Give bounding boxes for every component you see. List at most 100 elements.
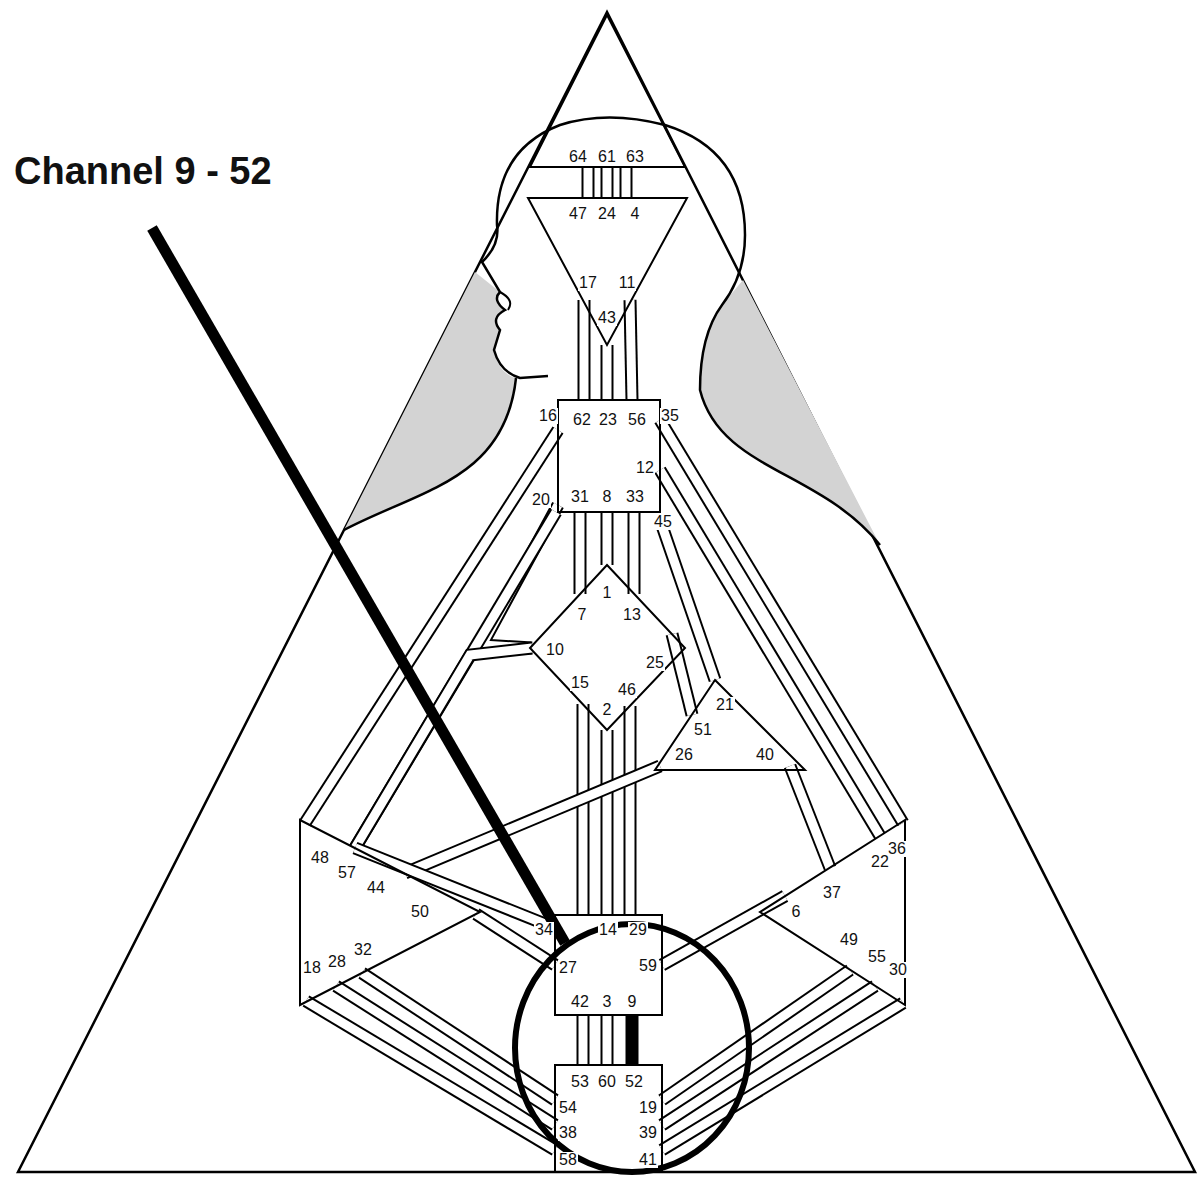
- energy-center: 48574450322818: [298, 818, 482, 1007]
- center-outline: [298, 818, 482, 1007]
- channel-fill: [576, 512, 585, 594]
- gate-number: 9: [627, 994, 638, 1010]
- channel: [662, 896, 785, 965]
- channel-border: [582, 167, 595, 198]
- channel-fill: [630, 300, 632, 400]
- gate-number: 61: [597, 149, 617, 165]
- channel-fill: [355, 848, 555, 928]
- channel-border: [578, 300, 591, 400]
- channel: [660, 520, 715, 680]
- channel-fill: [355, 512, 556, 848]
- shoulder-shade: [700, 280, 880, 545]
- channel-border: [601, 1015, 614, 1065]
- gate-number: 59: [638, 958, 658, 974]
- gate-number: 37: [822, 885, 842, 901]
- mouth-line: [500, 292, 510, 310]
- channel-fill: [584, 167, 593, 198]
- channel-fill: [660, 520, 715, 680]
- channel: [626, 167, 627, 198]
- channel-border: [660, 470, 880, 836]
- channel: [476, 914, 555, 965]
- gate-number: 4: [630, 206, 641, 222]
- channel-border: [601, 730, 614, 915]
- gate-number: 43: [597, 310, 617, 326]
- channel: [662, 970, 850, 1100]
- channel: [355, 648, 532, 848]
- channel: [790, 766, 830, 868]
- gate-number: 11: [618, 275, 637, 291]
- gate-number: 48: [310, 850, 330, 866]
- channel-fill: [628, 1015, 637, 1065]
- gate-number: 18: [302, 960, 322, 976]
- gate-number: 3: [602, 994, 613, 1010]
- callout-title: Channel 9 - 52: [14, 150, 272, 192]
- center-shape: [530, 565, 685, 730]
- gate-number: 14: [598, 922, 618, 938]
- gate-number: 63: [625, 149, 645, 165]
- gate-number: 51: [693, 722, 713, 738]
- head-outline: [482, 118, 880, 546]
- channel: [405, 766, 660, 873]
- gate-number: 2: [602, 702, 613, 718]
- channel-border: [626, 1015, 639, 1065]
- channel-fill: [603, 345, 612, 400]
- channel-border: [630, 300, 632, 400]
- gate-number: 35: [660, 408, 680, 424]
- channel: [630, 706, 631, 915]
- channel-border: [577, 1015, 590, 1065]
- gate-number: 22: [870, 854, 890, 870]
- channel: [583, 1015, 584, 1065]
- center-shape: [555, 1065, 662, 1172]
- gate-number: 32: [353, 942, 373, 958]
- gate-number: 19: [638, 1100, 658, 1116]
- shoulder-line: [344, 378, 516, 530]
- channel-border: [601, 167, 614, 198]
- channel: [662, 986, 875, 1125]
- channel: [634, 512, 635, 594]
- center-shape: [655, 680, 805, 770]
- channel-border: [355, 648, 532, 848]
- gate-number: 1: [602, 585, 613, 601]
- gate-number: 13: [622, 607, 642, 623]
- channel-border: [577, 704, 590, 915]
- channel: [630, 300, 632, 400]
- gate-number: 55: [867, 949, 887, 965]
- channel-fill: [662, 896, 785, 965]
- gate-number: 54: [558, 1100, 578, 1116]
- channel: [607, 167, 608, 198]
- channel-fill: [622, 167, 631, 198]
- gate-number: 31: [570, 489, 590, 505]
- gate-number: 15: [570, 675, 590, 691]
- channel-border: [662, 986, 875, 1125]
- shoulder-shade: [344, 272, 515, 530]
- channel: [662, 1003, 903, 1150]
- gate-number: 24: [597, 206, 617, 222]
- gate-number: 25: [645, 655, 665, 671]
- channel-border: [620, 167, 633, 198]
- channel-border: [662, 970, 850, 1100]
- channel-border: [662, 1003, 903, 1150]
- channel: [305, 430, 558, 823]
- channel: [607, 730, 608, 915]
- channel: [632, 1015, 633, 1065]
- callout-circle: [515, 924, 749, 1172]
- channel-border: [624, 706, 637, 915]
- channel: [607, 1015, 608, 1065]
- gate-number: 6: [791, 904, 802, 920]
- channel: [580, 512, 581, 594]
- channel-fill: [662, 970, 850, 1100]
- channel-fill: [630, 512, 639, 594]
- channel-border: [355, 512, 556, 848]
- channel-fill: [660, 470, 880, 836]
- channel-fill: [579, 704, 588, 915]
- gate-number: 47: [568, 206, 588, 222]
- channel: [660, 470, 880, 836]
- gate-number: 50: [410, 904, 430, 920]
- gate-number: 17: [578, 275, 598, 291]
- gate-number: 39: [638, 1125, 658, 1141]
- channel: [607, 512, 608, 565]
- gate-number: 28: [327, 954, 347, 970]
- center-outline: [528, 10, 688, 170]
- channel: [607, 345, 608, 400]
- channel: [588, 167, 589, 198]
